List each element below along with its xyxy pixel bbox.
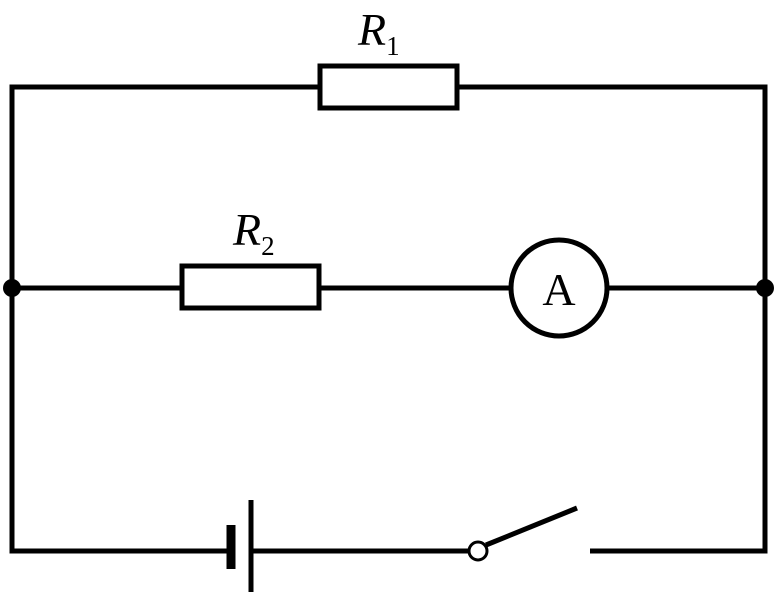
switch-lever <box>485 505 578 548</box>
bottom-branch <box>9 288 768 592</box>
wire-top-right <box>457 84 768 288</box>
wire-bottom-right <box>590 288 768 554</box>
resistor-r1 <box>317 63 460 111</box>
top-branch: R1 <box>9 4 768 288</box>
wire-bottom-left <box>9 288 229 554</box>
resistor-r2 <box>179 263 322 311</box>
middle-branch: A R2 <box>12 204 765 339</box>
ammeter-label: A <box>542 264 575 315</box>
wire-top-left <box>9 84 320 288</box>
resistor-r1-label: R1 <box>357 4 400 61</box>
switch-pivot <box>467 540 489 562</box>
resistor-r2-label: R2 <box>232 204 275 261</box>
